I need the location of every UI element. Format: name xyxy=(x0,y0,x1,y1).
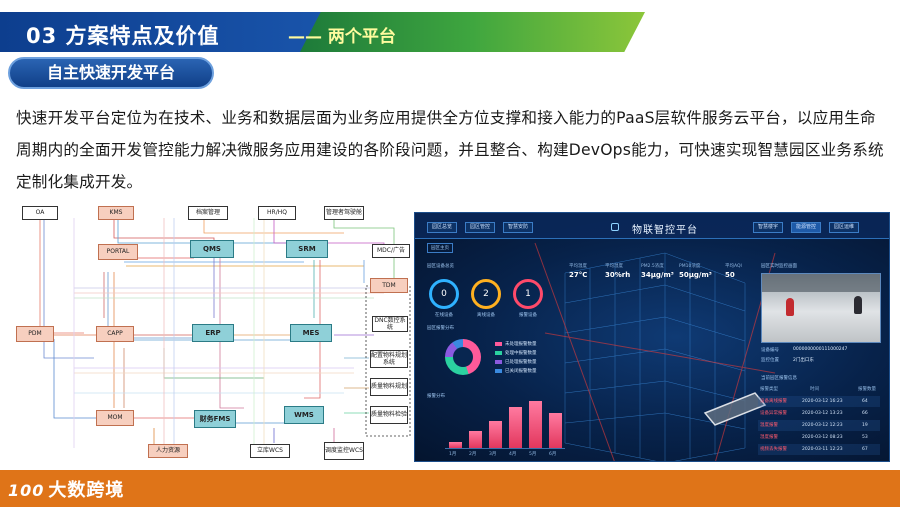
bar-x-tick: 6月 xyxy=(549,452,557,457)
node-mom: MOM xyxy=(96,410,134,426)
metric-pm10-label: PM10浓度 xyxy=(679,264,701,269)
gauge-online: 0 xyxy=(429,279,459,309)
iot-logo-icon xyxy=(611,223,619,231)
gauge-alarm: 1 xyxy=(513,279,543,309)
node-side1: 配置物料规划系统 xyxy=(370,350,408,368)
alarm-table-title: 当前园区报警信息 xyxy=(761,376,797,381)
node-lims: 立库WCS xyxy=(250,444,290,458)
alarm-bar xyxy=(508,406,522,448)
node-portal: PORTAL xyxy=(98,244,138,260)
node-hr: 人力资源 xyxy=(148,444,188,458)
tab-park-overview[interactable]: 园区总览 xyxy=(427,222,457,233)
metric-aqi-value: 50 xyxy=(725,271,735,279)
person-figure xyxy=(786,298,794,316)
node-erp: ERP xyxy=(192,324,234,342)
bar-x-tick: 5月 xyxy=(529,452,537,457)
logo-text: 大数跨境 xyxy=(48,480,125,501)
node-hrhq: HR/HQ xyxy=(258,206,296,220)
metric-aqi-label: 平均AQI xyxy=(725,264,742,269)
node-capp: CAPP xyxy=(96,326,134,342)
node-archive: 档案管理 xyxy=(188,206,228,220)
alarm-bar xyxy=(548,413,562,448)
iot-dashboard: 园区总览 园区管控 智慧安防 物联智控平台 智慧楼宇 能源管控 园区运维 园区主… xyxy=(414,212,890,462)
node-kms: KMS xyxy=(98,206,134,220)
node-srm: SRM xyxy=(286,240,328,258)
legend-unhandled: 未处理报警数量 xyxy=(495,341,537,347)
legend-handling: 处理中报警数量 xyxy=(495,350,537,356)
node-side3: 质量物料检验 xyxy=(370,406,408,424)
legend-handled: 已处理报警数量 xyxy=(495,359,537,365)
node-fin: 财务FMS xyxy=(194,410,236,428)
page-subtitle: —— 两个平台 xyxy=(288,27,396,47)
node-qms: QMS xyxy=(190,240,234,258)
page-title: 03 方案特点及价值 xyxy=(26,24,220,48)
metric-temp-label: 平均温度 xyxy=(569,264,587,269)
integration-diagram: OA KMS 档案管理 HR/HQ 管理者驾驶舱 PORTAL QMS SRM … xyxy=(14,198,412,462)
alarm-bar xyxy=(448,441,462,448)
back-home-button[interactable]: 园区主页 xyxy=(427,243,453,253)
monitor-panel-title: 园区实时监控画面 xyxy=(761,264,797,269)
tab-building[interactable]: 智慧楼宇 xyxy=(753,222,783,233)
node-oa: OA xyxy=(22,206,58,220)
node-mes: MES xyxy=(290,324,332,342)
gauge-alarm-label: 报警设备 xyxy=(519,313,537,318)
dashboard-title: 物联智控平台 xyxy=(632,225,698,236)
bar-chart-title: 报警分布 xyxy=(427,394,445,399)
gauge-offline: 2 xyxy=(471,279,501,309)
alarm-bar xyxy=(488,420,502,448)
node-pdm: PDM xyxy=(16,326,54,342)
header-band: 03 方案特点及价值 —— 两个平台 xyxy=(0,0,900,52)
gauge-offline-label: 离线设备 xyxy=(477,313,495,318)
description-paragraph: 快速开发平台定位为在技术、业务和数据层面为业务应用提供全方位支撑和接入能力的Pa… xyxy=(16,109,884,191)
metric-temp-value: 27°C xyxy=(569,271,588,279)
node-mdc: MDC/广告 xyxy=(372,244,410,258)
tab-energy[interactable]: 能源管控 xyxy=(791,222,821,233)
metric-humidity-label: 平均湿度 xyxy=(605,264,623,269)
info-label-location: 监控位置 xyxy=(761,358,779,363)
alarm-distribution-title: 园区报警分布 xyxy=(427,326,454,331)
alarm-bar xyxy=(528,400,542,448)
alarm-donut-chart xyxy=(445,339,481,375)
info-value-location: 2门出口东 xyxy=(793,358,814,363)
info-value-device: 0000000000111000247 xyxy=(793,347,848,352)
alarm-bar-chart xyxy=(445,399,565,449)
alarm-bar xyxy=(468,430,482,448)
table-row[interactable]: 温度报警 2020-03-12 12:23 19 xyxy=(758,420,880,431)
logo-number: 100 xyxy=(8,481,45,500)
equipment-panel-title: 园区设备总览 xyxy=(427,264,454,269)
table-row[interactable]: 设备离线报警 2020-03-12 16:23 64 xyxy=(758,396,880,407)
node-exec: 管理者驾驶舱 xyxy=(324,206,364,220)
node-wms: WMS xyxy=(284,406,324,424)
gauge-online-label: 在线设备 xyxy=(435,313,453,318)
table-row[interactable]: 设备异常报警 2020-03-12 13:23 66 xyxy=(760,411,868,416)
metric-pm10-value: 50μg/m³ xyxy=(679,271,712,279)
node-dnc: DNC数控系统 xyxy=(372,316,408,332)
section-pill: 自主快速开发平台 xyxy=(8,57,214,89)
table-row[interactable]: 湿度报警 2020-03-12 08:23 53 xyxy=(760,435,868,440)
info-label-device: 设备编号 xyxy=(761,348,779,353)
metric-pm25-value: 34μg/m³ xyxy=(641,271,674,279)
legend-closed: 已关闭报警数量 xyxy=(495,368,537,374)
alarm-table-header: 报警类型 时间 报警数量 xyxy=(760,387,876,392)
header-green-band xyxy=(300,12,645,52)
table-row[interactable]: 视频丢失报警 2020-03-11 12:23 67 xyxy=(758,444,880,455)
bar-x-tick: 4月 xyxy=(509,452,517,457)
bar-x-tick: 3月 xyxy=(489,452,497,457)
bar-x-tick: 1月 xyxy=(449,452,457,457)
metric-humidity-value: 30%rh xyxy=(605,271,631,279)
node-side2: 质量物料规划 xyxy=(370,378,408,396)
alarm-bar-ticks: 1月 2月 3月 4月 5月 6月 xyxy=(445,451,565,459)
node-tdm: TDM xyxy=(370,278,408,293)
camera-feed[interactable] xyxy=(761,273,881,343)
person-figure xyxy=(854,296,862,314)
node-wcs2: 调度监控WCS xyxy=(324,442,364,460)
bar-x-tick: 2月 xyxy=(469,452,477,457)
tab-maintenance[interactable]: 园区运维 xyxy=(829,222,859,233)
metric-pm25-label: PM2.5浓度 xyxy=(641,264,664,269)
tab-security[interactable]: 智慧安防 xyxy=(503,222,533,233)
tab-park-control[interactable]: 园区管控 xyxy=(465,222,495,233)
